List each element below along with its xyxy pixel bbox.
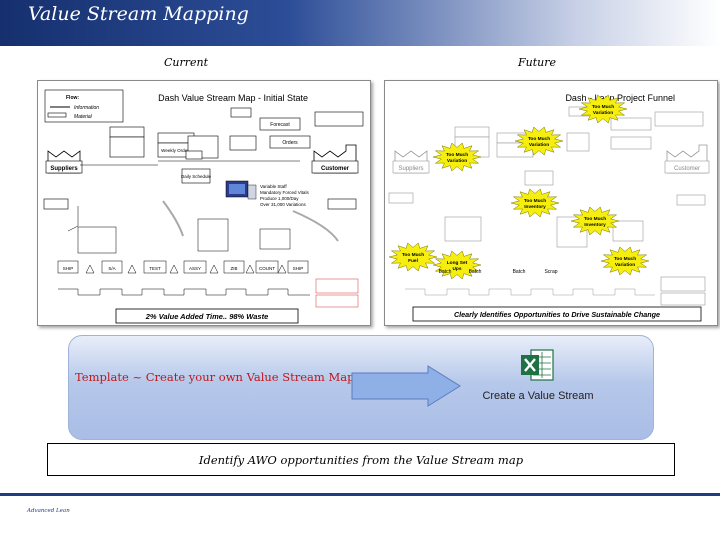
burst-2 <box>432 142 482 172</box>
legend-material: Material <box>74 114 93 120</box>
legend-heading: Flow: <box>66 95 79 101</box>
burst-label-1-0: Too Much <box>528 136 550 142</box>
burst-3 <box>510 188 560 218</box>
burst-1 <box>514 126 564 156</box>
current-map-title: Dash Value Stream Map - Initial State <box>158 93 308 103</box>
burst-6 <box>432 250 482 280</box>
template-text: Template ~ Create your own Value Stream … <box>75 370 355 384</box>
burst-0 <box>578 94 628 124</box>
future-process-3: Scrap <box>544 269 557 275</box>
bullet-variable-staff: Variable Staff <box>260 184 287 189</box>
footer-rule <box>0 493 720 496</box>
legend-information: Information <box>74 105 99 111</box>
footer-label: Advanced Lean <box>27 508 70 514</box>
bullet-forced-vitals: Mandatory Forced Vitals <box>260 190 309 195</box>
burst-label-1-1: Variation <box>529 142 549 148</box>
burst-label-0-1: Variation <box>593 110 613 116</box>
bullet-variations: Over 31,000 Variations <box>260 202 306 207</box>
future-label: Future <box>518 56 556 69</box>
process-sa: S/A <box>108 266 115 271</box>
identify-text: Identify AWO opportunities from the Valu… <box>198 453 524 467</box>
current-state-map[interactable]: Dash Value Stream Map - Initial State Fl… <box>37 80 371 326</box>
orders-box: Orders <box>282 140 298 146</box>
forecast-box: Forecast <box>270 122 290 128</box>
right-arrow-icon <box>351 365 461 407</box>
customer-label: Customer <box>321 166 350 172</box>
burst-label-2-0: Too Much <box>446 152 468 158</box>
process-ship-1: SHIP <box>63 266 74 271</box>
burst-label-7-0: Too Much <box>614 256 636 262</box>
current-label: Current <box>164 56 209 69</box>
burst-label-3-1: Inventory <box>524 204 546 210</box>
burst-7 <box>600 246 650 276</box>
process-assy: ASSY <box>189 266 201 271</box>
bullet-produce: Produce 1,000/Day <box>260 196 299 201</box>
burst-label-5-1: Fuel <box>408 258 418 264</box>
future-banner: Clearly Identifies Opportunities to Driv… <box>454 310 660 319</box>
process-count: COUNT <box>259 266 275 271</box>
future-process-0: Batch <box>439 269 452 275</box>
burst-label-4-1: Inventory <box>584 222 606 228</box>
burst-label-4-0: Too Much <box>584 216 606 222</box>
excel-icon[interactable] <box>519 347 555 383</box>
process-ship-2: SHIP <box>293 266 304 271</box>
process-test: TEST <box>149 266 161 271</box>
daily-schedule-box: Daily Schedule <box>181 174 212 179</box>
process-zib: ZIB <box>230 266 237 271</box>
supplier-label: Suppliers <box>50 166 78 172</box>
burst-label-7-1: Variation <box>615 262 635 268</box>
future-state-map[interactable]: Dash - Lean Project Funnel Suppliers <box>384 80 718 326</box>
burst-label-2-1: Variation <box>447 158 467 164</box>
create-value-stream-link[interactable]: Create a Value Stream <box>482 390 594 402</box>
future-process-2: Batch <box>513 269 526 275</box>
weekly-orders-box: Weekly Orders <box>161 148 191 153</box>
burst-label-3-0: Too Much <box>524 198 546 204</box>
burst-5 <box>388 242 438 272</box>
burst-label-0-0: Too Much <box>592 104 614 110</box>
burst-4 <box>570 206 620 236</box>
title-bar <box>0 0 720 46</box>
slide-title: Value Stream Mapping <box>28 3 249 25</box>
future-map-title: Dash - Lean Project Funnel <box>565 93 675 103</box>
future-process-1: Batch <box>469 269 482 275</box>
current-banner: 2% Value Added Time.. 98% Waste <box>145 312 269 321</box>
identify-box: Identify AWO opportunities from the Valu… <box>47 443 675 476</box>
future-customer-label: Customer <box>674 166 700 172</box>
burst-label-5-0: Too Much <box>402 252 424 258</box>
burst-label-6-0: Long Set <box>447 260 468 266</box>
burst-label-6-1: Ups <box>452 266 461 272</box>
future-supplier-label: Suppliers <box>398 166 423 172</box>
